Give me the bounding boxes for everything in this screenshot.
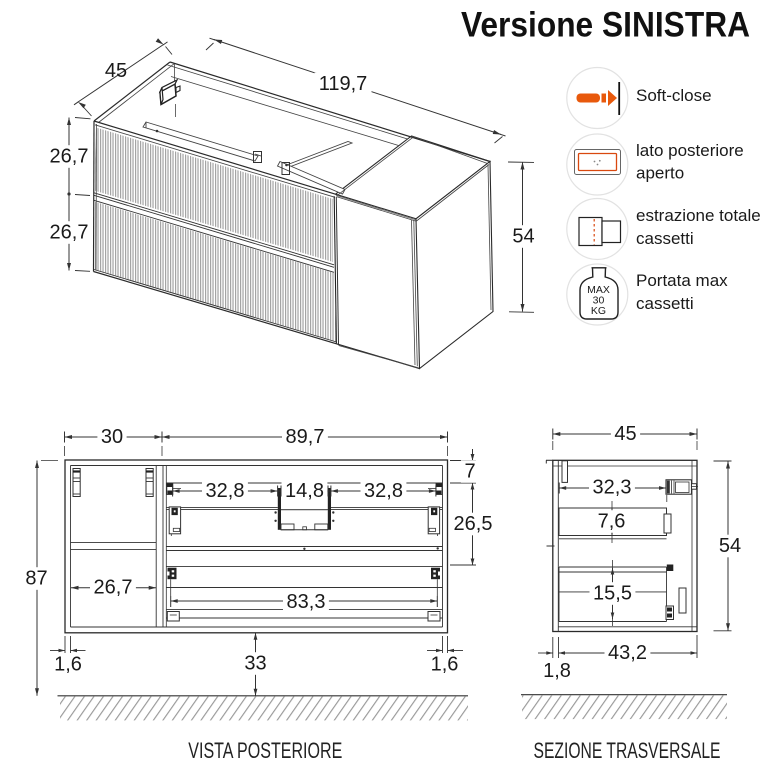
svg-text:KG: KG (591, 305, 606, 317)
svg-text:87: 87 (25, 568, 47, 590)
svg-text:32,8: 32,8 (364, 480, 403, 502)
svg-text:83,3: 83,3 (287, 591, 326, 613)
svg-text:26,7: 26,7 (50, 146, 89, 168)
svg-text:32,8: 32,8 (206, 480, 245, 502)
svg-text:14,8: 14,8 (285, 480, 324, 502)
svg-text:33: 33 (244, 653, 266, 675)
svg-text:MAX: MAX (587, 284, 610, 296)
svg-text:45: 45 (105, 60, 127, 82)
svg-text:estrazione totale: estrazione totale (636, 206, 761, 225)
svg-text:43,2: 43,2 (608, 642, 647, 664)
svg-text:15,5: 15,5 (593, 583, 632, 605)
svg-text:26,7: 26,7 (50, 222, 89, 244)
svg-text:7: 7 (464, 461, 475, 483)
svg-text:SEZIONE TRASVERSALE: SEZIONE TRASVERSALE (534, 738, 721, 763)
svg-text:aperto: aperto (636, 164, 684, 183)
svg-text:1,6: 1,6 (54, 654, 82, 676)
svg-text:26,7: 26,7 (94, 577, 133, 599)
svg-text:30: 30 (593, 295, 605, 307)
svg-text:32,3: 32,3 (593, 477, 632, 499)
svg-text:1,8: 1,8 (543, 660, 571, 682)
svg-text:Versione SINISTRA: Versione SINISTRA (461, 6, 750, 45)
svg-text:Portata max: Portata max (636, 271, 728, 290)
svg-text:VISTA POSTERIORE: VISTA POSTERIORE (188, 738, 342, 763)
svg-text:119,7: 119,7 (319, 73, 368, 95)
svg-text:26,5: 26,5 (454, 513, 493, 535)
svg-text:30: 30 (101, 426, 123, 448)
svg-text:cassetti: cassetti (636, 294, 694, 313)
svg-text:54: 54 (512, 226, 534, 248)
svg-text:cassetti: cassetti (636, 229, 694, 248)
svg-text:Soft-close: Soft-close (636, 86, 712, 105)
svg-text:lato posteriore: lato posteriore (636, 141, 744, 160)
svg-text:45: 45 (614, 423, 636, 445)
svg-text:1,6: 1,6 (431, 654, 459, 676)
svg-text:7,6: 7,6 (598, 511, 626, 533)
svg-text:54: 54 (719, 535, 741, 557)
svg-text:89,7: 89,7 (286, 426, 325, 448)
